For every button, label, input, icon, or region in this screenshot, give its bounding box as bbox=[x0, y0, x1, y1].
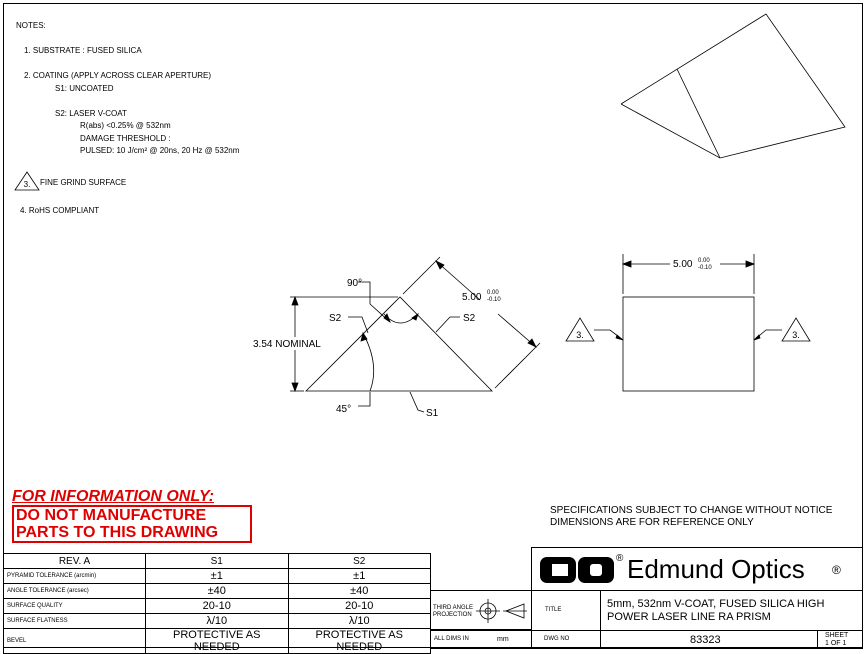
spec-cell-s2: ±1 bbox=[287, 568, 431, 584]
spec-notice-line-1: SPECIFICATIONS SUBJECT TO CHANGE WITHOUT… bbox=[550, 505, 833, 516]
spec-row-label: BEVEL bbox=[3, 628, 146, 654]
hypotenuse-tolerance-lower: -0.10 bbox=[487, 297, 501, 303]
side-dimension: 5.00 bbox=[673, 259, 693, 270]
warning-box: DO NOT MANUFACTURE PARTS TO THIS DRAWING bbox=[12, 505, 252, 543]
left-flag-icon bbox=[565, 317, 595, 342]
iso-edge bbox=[676, 68, 721, 159]
side-view-rect bbox=[622, 296, 755, 392]
note-rohs: 4. RoHS COMPLIANT bbox=[20, 206, 100, 215]
note-substrate: 1. SUBSTRATE : FUSED SILICA bbox=[24, 46, 142, 55]
s1-label: S1 bbox=[426, 408, 439, 419]
spec-cell-s2: λ/10 bbox=[287, 613, 431, 629]
title-line-1: 5mm, 532nm V-COAT, FUSED SILICA HIGH bbox=[607, 598, 825, 610]
right-flag-icon bbox=[781, 317, 811, 342]
s2-right-label: S2 bbox=[463, 313, 476, 324]
dwg-label: DWG NO bbox=[544, 636, 570, 642]
spec-header-s1: S1 bbox=[145, 553, 289, 569]
s2-left-label: S2 bbox=[329, 313, 342, 324]
projection-label: THIRD ANGLE PROJECTION bbox=[433, 605, 474, 618]
table-row: PYRAMID TOLERANCE (arcmin) ±1 ±1 bbox=[3, 568, 431, 584]
spec-row-label: SURFACE FLATNESS bbox=[3, 613, 146, 629]
height-dimension: 3.54 NOMINAL bbox=[253, 339, 321, 350]
note-damage-threshold: DAMAGE THRESHOLD : bbox=[80, 134, 171, 143]
front-view: 90° 45° S2 S2 S1 3.54 NOMINAL 5.00 0.00 … bbox=[253, 256, 541, 419]
sheet-value: 1 OF 1 bbox=[825, 640, 847, 647]
note-3-flag-icon: 3. bbox=[14, 171, 40, 191]
table-row: SURFACE QUALITY 20-10 20-10 bbox=[3, 598, 431, 614]
warning-block: FOR INFORMATION ONLY: DO NOT MANUFACTURE… bbox=[12, 488, 252, 543]
edmund-optics-logo-icon: ® bbox=[540, 553, 624, 583]
spec-cell-s1: ±1 bbox=[145, 568, 289, 584]
note-rabs: R(abs) <0.25% @ 532nm bbox=[80, 121, 171, 130]
spec-table: REV. A S1 S2 PYRAMID TOLERANCE (arcmin) … bbox=[3, 553, 431, 654]
spec-table-header: REV. A S1 S2 bbox=[3, 553, 431, 569]
note-coating-s1: S1: UNCOATED bbox=[55, 84, 114, 93]
sheet-cell bbox=[817, 630, 863, 649]
angle-90-label: 90° bbox=[347, 278, 362, 289]
spec-cell-s1: λ/10 bbox=[145, 613, 289, 629]
prism-triangle bbox=[305, 296, 493, 392]
right-flag-number: 3. bbox=[792, 330, 800, 340]
logo-registered-mark: ® bbox=[616, 553, 624, 564]
spec-header-s2: S2 bbox=[287, 553, 431, 569]
side-tolerance-lower: -0.10 bbox=[698, 265, 712, 271]
drawing-frame bbox=[3, 3, 863, 648]
spec-header-rev: REV. A bbox=[3, 553, 146, 569]
spec-row-label: ANGLE TOLERANCE (arcsec) bbox=[3, 583, 146, 599]
spec-cell-s1: PROTECTIVE AS NEEDED bbox=[145, 628, 289, 654]
title-label: TITLE bbox=[545, 607, 562, 613]
note-coating: 2. COATING (APPLY ACROSS CLEAR APERTURE) bbox=[24, 71, 212, 80]
company-registered-mark: ® bbox=[832, 563, 841, 577]
notes-heading: NOTES: bbox=[16, 21, 46, 30]
note-3-flag-number: 3. bbox=[24, 180, 31, 189]
warning-line-1: FOR INFORMATION ONLY: bbox=[12, 488, 215, 505]
left-flag-number: 3. bbox=[576, 330, 584, 340]
iso-outline bbox=[620, 13, 846, 159]
spec-cell-s1: ±40 bbox=[145, 583, 289, 599]
note-pulsed: PULSED: 10 J/cm² @ 20ns, 20 Hz @ 532nm bbox=[80, 146, 240, 155]
note-fine-grind: FINE GRIND SURFACE bbox=[40, 178, 127, 187]
title-line-2: POWER LASER LINE RA PRISM bbox=[607, 611, 771, 623]
units-value: mm bbox=[497, 636, 509, 643]
spec-cell-s2: ±40 bbox=[287, 583, 431, 599]
title-label-cell bbox=[531, 590, 601, 631]
isometric-view bbox=[620, 13, 846, 159]
angle-45-label: 45° bbox=[336, 404, 351, 415]
hypotenuse-dimension: 5.00 bbox=[462, 292, 482, 303]
all-dims-label: ALL DIMS IN bbox=[434, 636, 469, 642]
company-name: Edmund Optics bbox=[627, 554, 805, 584]
dwg-number: 83323 bbox=[690, 634, 721, 646]
third-angle-projection-icon bbox=[476, 599, 527, 623]
table-row: BEVEL PROTECTIVE AS NEEDED PROTECTIVE AS… bbox=[3, 628, 431, 654]
spec-cell-s2: 20-10 bbox=[287, 598, 431, 614]
table-row: SURFACE FLATNESS λ/10 λ/10 bbox=[3, 613, 431, 629]
spec-cell-s2: PROTECTIVE AS NEEDED bbox=[287, 628, 431, 654]
table-row: ANGLE TOLERANCE (arcsec) ±40 ±40 bbox=[3, 583, 431, 599]
side-tolerance-upper: 0.00 bbox=[698, 258, 710, 264]
spec-row-label: PYRAMID TOLERANCE (arcmin) bbox=[3, 568, 146, 584]
spec-row-label: SURFACE QUALITY bbox=[3, 598, 146, 614]
spec-cell-s1: 20-10 bbox=[145, 598, 289, 614]
hypotenuse-tolerance-upper: 0.00 bbox=[487, 290, 499, 296]
spec-notice-line-2: DIMENSIONS ARE FOR REFERENCE ONLY bbox=[550, 517, 754, 528]
warning-line-2: DO NOT MANUFACTURE bbox=[16, 507, 207, 524]
sheet-label: SHEET bbox=[825, 632, 849, 639]
note-coating-s2: S2: LASER V-COAT bbox=[55, 109, 127, 118]
side-view: 5.00 0.00 -0.10 3. 3. bbox=[565, 254, 811, 392]
warning-line-3: PARTS TO THIS DRAWING bbox=[16, 524, 219, 541]
